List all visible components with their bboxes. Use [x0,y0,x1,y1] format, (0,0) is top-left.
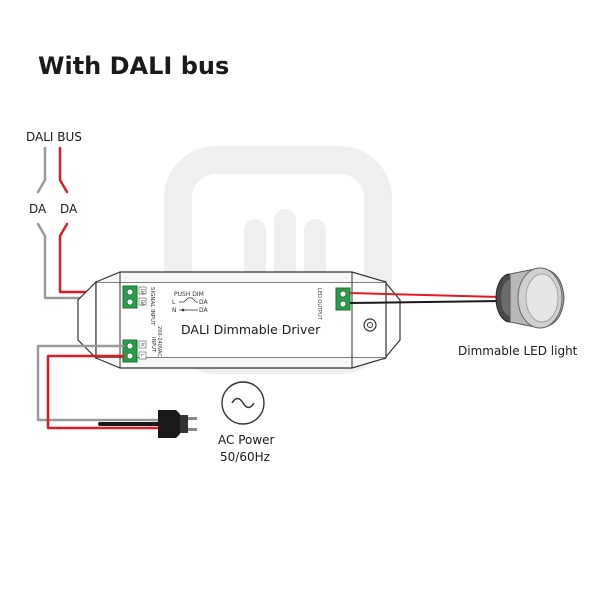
push-switch-icon [179,297,198,312]
push-dim-da2-label: DA [199,307,209,314]
power-terminal-1-label: N [140,343,145,346]
signal-terminal-2-label: DA [140,300,145,306]
signal-terminal-1-label: DA [140,289,145,295]
dali-wire-right-label: DA [60,202,78,216]
power-terminal-2-label: L [140,354,145,357]
ac-input-wires [36,344,174,430]
ac-wire-gray [36,344,174,422]
dali-wire-red [58,146,127,294]
push-dim-n-label: N [172,307,177,314]
push-dim-da1-label: DA [199,299,209,306]
ac-power-label: AC Power [218,433,275,447]
ac-power-frequency: 50/60Hz [220,450,270,464]
ac-wire-red [46,354,174,430]
page-title: With DALI bus [38,52,229,80]
power-input-terminal [122,339,147,363]
push-dim-l-label: L [172,299,176,306]
led-output-terminal [335,287,351,311]
signal-input-terminal [122,285,147,309]
power-input-label: INPUT [150,337,156,353]
push-dim-label: PUSH DIM [174,291,204,298]
led-wire-black [349,300,501,304]
plug-icon [158,410,197,438]
led-output-label: LED OUTPUT [316,288,322,321]
dali-wire-left-label: DA [29,202,47,216]
signal-input-label: SIGNAL INPUT [149,287,155,326]
power-input-voltage: 200-240VAC [156,326,162,357]
led-output-wires [349,292,501,304]
driver-name: DALI Dimmable Driver [181,322,321,337]
dali-bus-label: DALI BUS [26,130,82,144]
ac-power-icon [221,381,265,425]
led-wire-red [349,292,501,298]
led-light-label: Dimmable LED light [458,344,578,358]
driver-body [77,271,401,369]
led-light-icon [495,267,565,329]
